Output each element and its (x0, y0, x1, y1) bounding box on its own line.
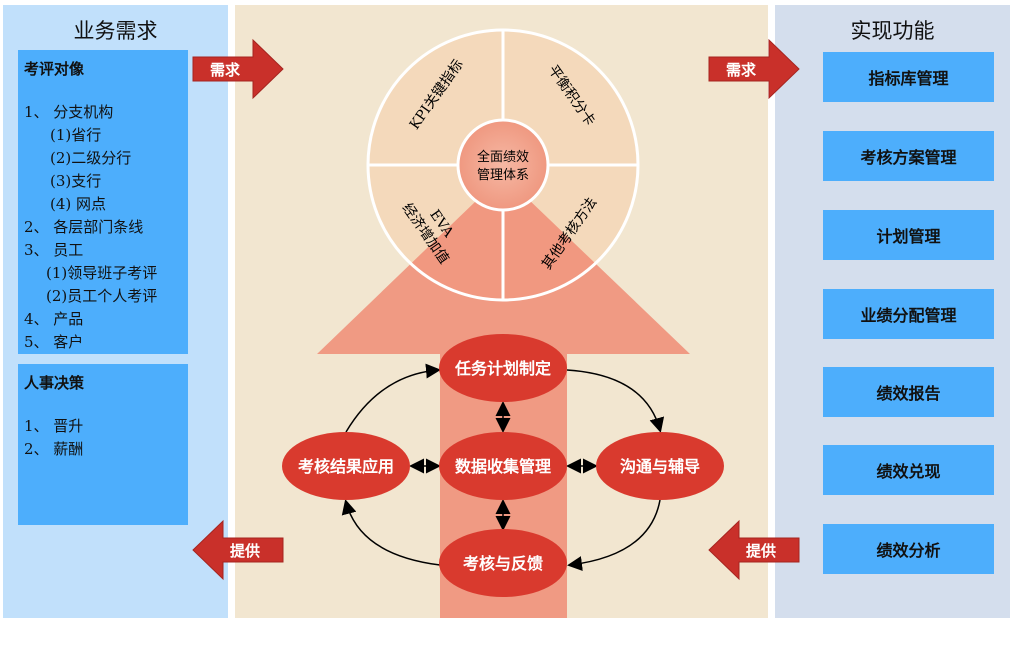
panel-title: 业务需求 (73, 19, 158, 43)
list-item: (1)省行 (50, 126, 102, 144)
svg-text:需求: 需求 (726, 61, 757, 79)
list-item: (3)支行 (50, 172, 102, 190)
svg-text:数据收集管理: 数据收集管理 (455, 457, 551, 476)
svg-text:提供: 提供 (230, 542, 260, 560)
wheel-dividers (366, 28, 640, 302)
wheel-center-label: 全面绩效 (477, 149, 529, 165)
evaluation-objects-box: 考评对像 1、 分支机构 (1)省行 (2)二级分行 (3)支行 (4) 网点 … (18, 50, 188, 354)
cycle-node-data: 数据收集管理 (439, 432, 567, 500)
provide-arrow-right: 提供 (708, 519, 800, 581)
svg-text:提供: 提供 (746, 542, 776, 560)
hr-decision-box: 人事决策 1、 晋升 2、 薪酬 (18, 364, 188, 525)
function-box: 考核方案管理 (823, 131, 994, 181)
svg-text:需求: 需求 (210, 61, 241, 79)
list-item: (2)员工个人考评 (46, 287, 158, 305)
function-box: 计划管理 (823, 210, 994, 260)
cycle-arrows (341, 363, 665, 571)
list-item: 2、 薪酬 (24, 440, 84, 458)
list-item: 1、 晋升 (24, 417, 84, 435)
panel-title: 实现功能 (850, 19, 935, 43)
function-box: 绩效报告 (823, 367, 994, 417)
box-heading: 考评对像 (24, 60, 85, 78)
list-item: 1、 分支机构 (24, 103, 114, 121)
function-box: 业绩分配管理 (823, 289, 994, 339)
list-item: 3、 员工 (24, 241, 84, 259)
wheel-center-label: 管理体系 (477, 168, 529, 183)
svg-text:考核结果应用: 考核结果应用 (298, 457, 394, 476)
demand-arrow-left: 需求 (192, 38, 284, 100)
list-item: 2、 各层部门条线 (24, 218, 144, 236)
list-item: (4) 网点 (50, 195, 107, 213)
list-item: 4、 产品 (24, 310, 84, 328)
svg-text:考核与反馈: 考核与反馈 (463, 554, 543, 573)
svg-text:任务计划制定: 任务计划制定 (454, 359, 551, 378)
demand-arrow-right: 需求 (708, 38, 800, 100)
function-box: 绩效兑现 (823, 445, 994, 495)
svg-text:沟通与辅导: 沟通与辅导 (620, 457, 700, 476)
function-box: 绩效分析 (823, 524, 994, 574)
list-item: (2)二级分行 (50, 149, 132, 167)
list-item: (1)领导班子考评 (46, 264, 158, 282)
list-item: 5、 客户 (24, 333, 84, 351)
cycle-node-apply: 考核结果应用 (282, 432, 410, 500)
cycle-node-communication: 沟通与辅导 (596, 432, 724, 500)
box-heading: 人事决策 (24, 374, 85, 392)
provide-arrow-left: 提供 (192, 519, 284, 581)
cycle-node-plan: 任务计划制定 (439, 334, 567, 402)
function-box: 指标库管理 (823, 52, 994, 102)
cycle-node-feedback: 考核与反馈 (439, 529, 567, 597)
